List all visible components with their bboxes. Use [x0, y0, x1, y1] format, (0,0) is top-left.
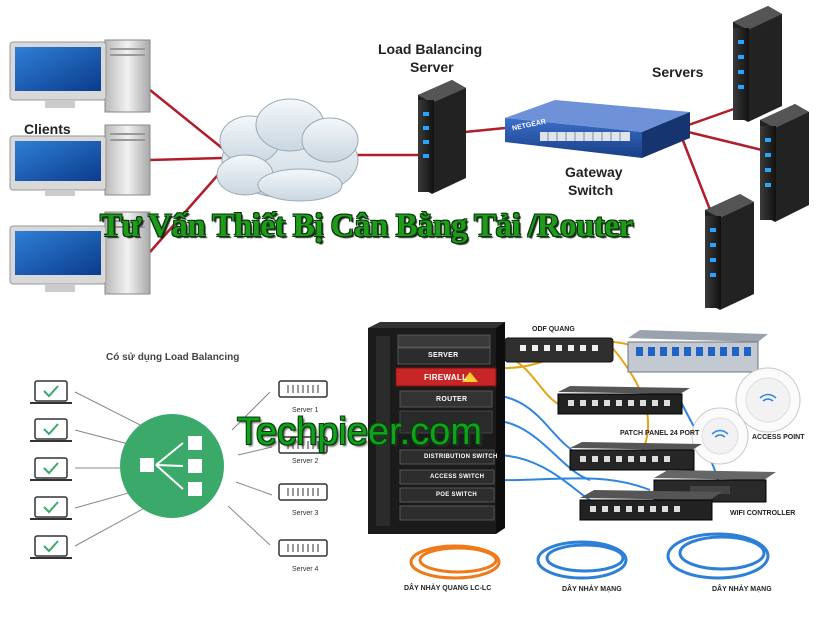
access-point-label: ACCESS POINT: [752, 434, 805, 441]
lb-arrows-out: [227, 391, 273, 546]
rack-unit-server: SERVER: [428, 352, 459, 359]
server-rack-ticks: [287, 385, 319, 552]
rack-unit-distribution-switch: DISTRIBUTION SWITCH: [424, 454, 498, 460]
watermark-text: Techpieer.com: [237, 411, 483, 453]
gateway-switch-label-1: Gateway: [565, 164, 623, 180]
client-pc-2: [9, 124, 151, 196]
switch-device-1: [569, 442, 702, 471]
rack-unit-firewall: FIREWALL: [424, 373, 468, 382]
odf-device: [504, 337, 614, 363]
server-label-2: Server 2: [292, 458, 319, 465]
load-balancing-server: [418, 80, 466, 194]
network-rack: [368, 322, 505, 534]
server-3: [705, 194, 754, 310]
laptop-icon: [30, 457, 72, 481]
clients-label: Clients: [24, 121, 71, 137]
lan-cable-label-2: DÂY NHẢY MẠNG: [712, 586, 772, 593]
server-label-1: Server 1: [292, 407, 319, 414]
rack-unit-access-switch: ACCESS SWITCH: [430, 474, 485, 480]
laptop-icon: [30, 496, 72, 520]
patch-panel: [557, 386, 690, 415]
laptop-icon: [30, 380, 72, 404]
lb-server-label-2: Server: [410, 59, 454, 75]
lan-cable-label-1: DÂY NHẢY MẠNG: [562, 586, 622, 593]
page-title: Tư Vấn Thiết Bị Cân Bằng Tải /Router: [100, 208, 633, 244]
client-pc-1: [9, 39, 151, 113]
laptop-icons: [30, 380, 72, 559]
lb-arrows-in: [74, 391, 151, 547]
server-2: [760, 104, 809, 222]
client-links: [149, 89, 763, 253]
rack-unit-poe-switch: POE SWITCH: [436, 492, 478, 498]
server-1: [733, 6, 782, 122]
lb-server-label-1: Load Balancing: [378, 41, 483, 57]
lan-cable-coil-2: [666, 532, 770, 580]
rack-unit-router: ROUTER: [436, 396, 468, 403]
servers-label: Servers: [652, 64, 704, 80]
wifi-icon: [711, 393, 777, 438]
server-label-3: Server 3: [292, 510, 319, 517]
client-pc-3: [9, 211, 151, 295]
access-point-icons: [691, 367, 801, 465]
laptop-icon: [30, 418, 72, 442]
internet-cloud: [216, 98, 359, 202]
wifi-controller-label: WIFI CONTROLLER: [730, 510, 796, 517]
lan-cable-coil-1: [536, 540, 628, 580]
patch-panel-label: PATCH PANEL 24 PORT: [620, 430, 700, 437]
gateway-switch: [505, 100, 690, 158]
gateway-switch-label-2: Switch: [568, 182, 614, 198]
odf-label: ODF QUANG: [532, 326, 575, 333]
fiber-cable-coil: [409, 544, 501, 580]
fiber-patch-panel: [627, 330, 768, 373]
lb-heading: Có sử dụng Load Balancing: [106, 352, 240, 363]
load-balancer-icon: [120, 414, 224, 518]
server-label-4: Server 4: [292, 566, 319, 573]
fiber-cable-label: DÂY NHẢY QUANG LC-LC: [404, 585, 492, 592]
laptop-icon: [30, 535, 72, 559]
switch-device-2: [579, 490, 722, 521]
